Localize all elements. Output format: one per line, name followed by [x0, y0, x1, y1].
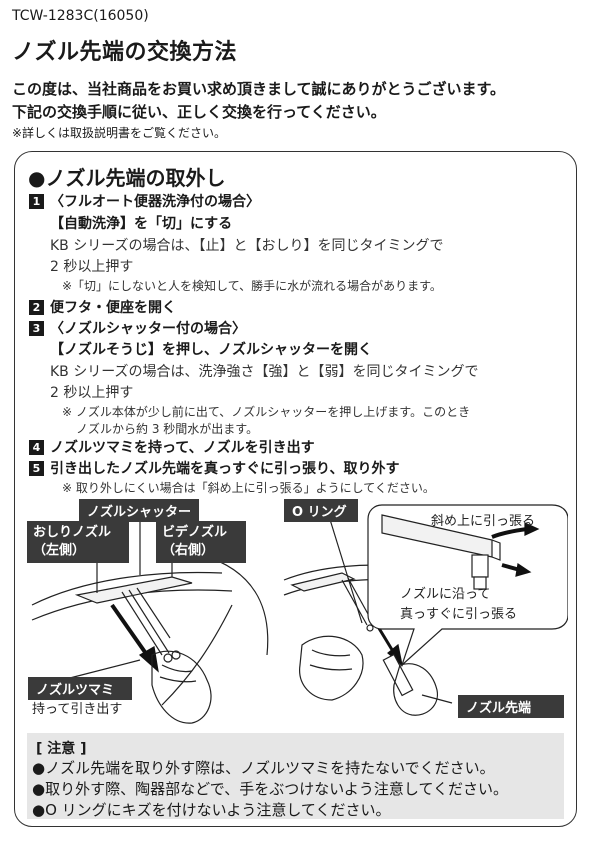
step-1-body-2: 2 秒以上押す: [50, 259, 134, 275]
step-1-title: 【自動洗浄】を「切」にする: [50, 216, 233, 232]
label-straight-pull: 真っすぐに引っ張る: [400, 607, 518, 622]
step-2-title: 便フタ・便座を開く: [50, 300, 176, 316]
label-o-ring: O リング: [284, 499, 358, 522]
step-5-title: 引き出したノズル先端を真っすぐに引っ張り、取り外す: [50, 461, 400, 477]
nozzle-illustration: [31, 504, 568, 724]
label-hold-pull: 持って引き出す: [32, 702, 123, 717]
step-number-1: 1: [29, 194, 44, 209]
label-oshiri-nozzle: おしりノズル （左側）: [27, 521, 129, 563]
caution-title: [ 注意 ]: [36, 741, 87, 757]
label-diag-pull: 斜め上に引っ張る: [431, 514, 536, 529]
label-oshiri-nozzle-line1: おしりノズル: [33, 525, 112, 540]
label-nozzle-knob: ノズルツマミ: [28, 677, 132, 700]
section-title: ●ノズル先端の取外し: [28, 166, 226, 190]
label-nozzle-shutter: ノズルシャッター: [79, 499, 200, 522]
step-3-note-2: ノズルから約 3 秒間水が出ます。: [76, 422, 259, 436]
step-1-condition: 〈フルオート便器洗浄付の場合〉: [50, 194, 260, 210]
caution-item-1: ●ノズル先端を取り外す際は、ノズルツマミを持たないでください。: [32, 759, 495, 777]
step-1-body-1: KB シリーズの場合は、【止】と【おしり】を同じタイミングで: [50, 238, 444, 254]
label-bidet-nozzle-line2: （右側）: [162, 543, 215, 558]
intro-note: ※詳しくは取扱説明書をご覧ください。: [12, 126, 227, 140]
label-along-nozzle: ノズルに沿って: [400, 587, 491, 602]
step-number-4: 4: [29, 440, 44, 455]
intro-line-1: この度は、当社商品をお買い求め頂きまして誠にありがとうございます。: [12, 80, 506, 98]
step-3-body-2: 2 秒以上押す: [50, 385, 134, 401]
step-1-note: ※「切」にしないと人を検知して、勝手に水が流れる場合があります。: [62, 279, 442, 293]
label-bidet-nozzle: ビデノズル （右側）: [156, 521, 246, 563]
label-bidet-nozzle-line1: ビデノズル: [162, 525, 228, 540]
step-3-condition: 〈ノズルシャッター付の場合〉: [50, 321, 246, 337]
step-number-3: 3: [29, 321, 44, 336]
step-number-2: 2: [29, 300, 44, 315]
caution-item-3: ●O リングにキズを付けないよう注意してください。: [32, 801, 391, 819]
step-3-title: 【ノズルそうじ】を押し、ノズルシャッターを開く: [50, 342, 372, 358]
model-number: TCW-1283C(16050): [12, 8, 149, 24]
instruction-frame: [14, 151, 577, 827]
intro-line-2: 下記の交換手順に従い、正しく交換を行ってください。: [12, 103, 386, 121]
step-5-note: ※ 取り外しにくい場合は「斜め上に引っ張る」ようにしてください。: [62, 481, 435, 495]
step-3-body-1: KB シリーズの場合は、洗浄強さ【強】と【弱】を同じタイミングで: [50, 364, 479, 380]
page-title: ノズル先端の交換方法: [12, 40, 238, 65]
caution-item-2: ●取り外す際、陶器部などで、手をぶつけないよう注意してください。: [32, 780, 508, 798]
step-3-note-1: ※ ノズル本体が少し前に出て、ノズルシャッターを押し上げます。このとき: [62, 405, 471, 419]
caution-box: [27, 733, 564, 819]
step-4-title: ノズルツマミを持って、ノズルを引き出す: [50, 440, 315, 456]
label-oshiri-nozzle-line2: （左側）: [33, 543, 86, 558]
label-nozzle-tip: ノズル先端: [458, 695, 564, 718]
step-number-5: 5: [29, 461, 44, 476]
